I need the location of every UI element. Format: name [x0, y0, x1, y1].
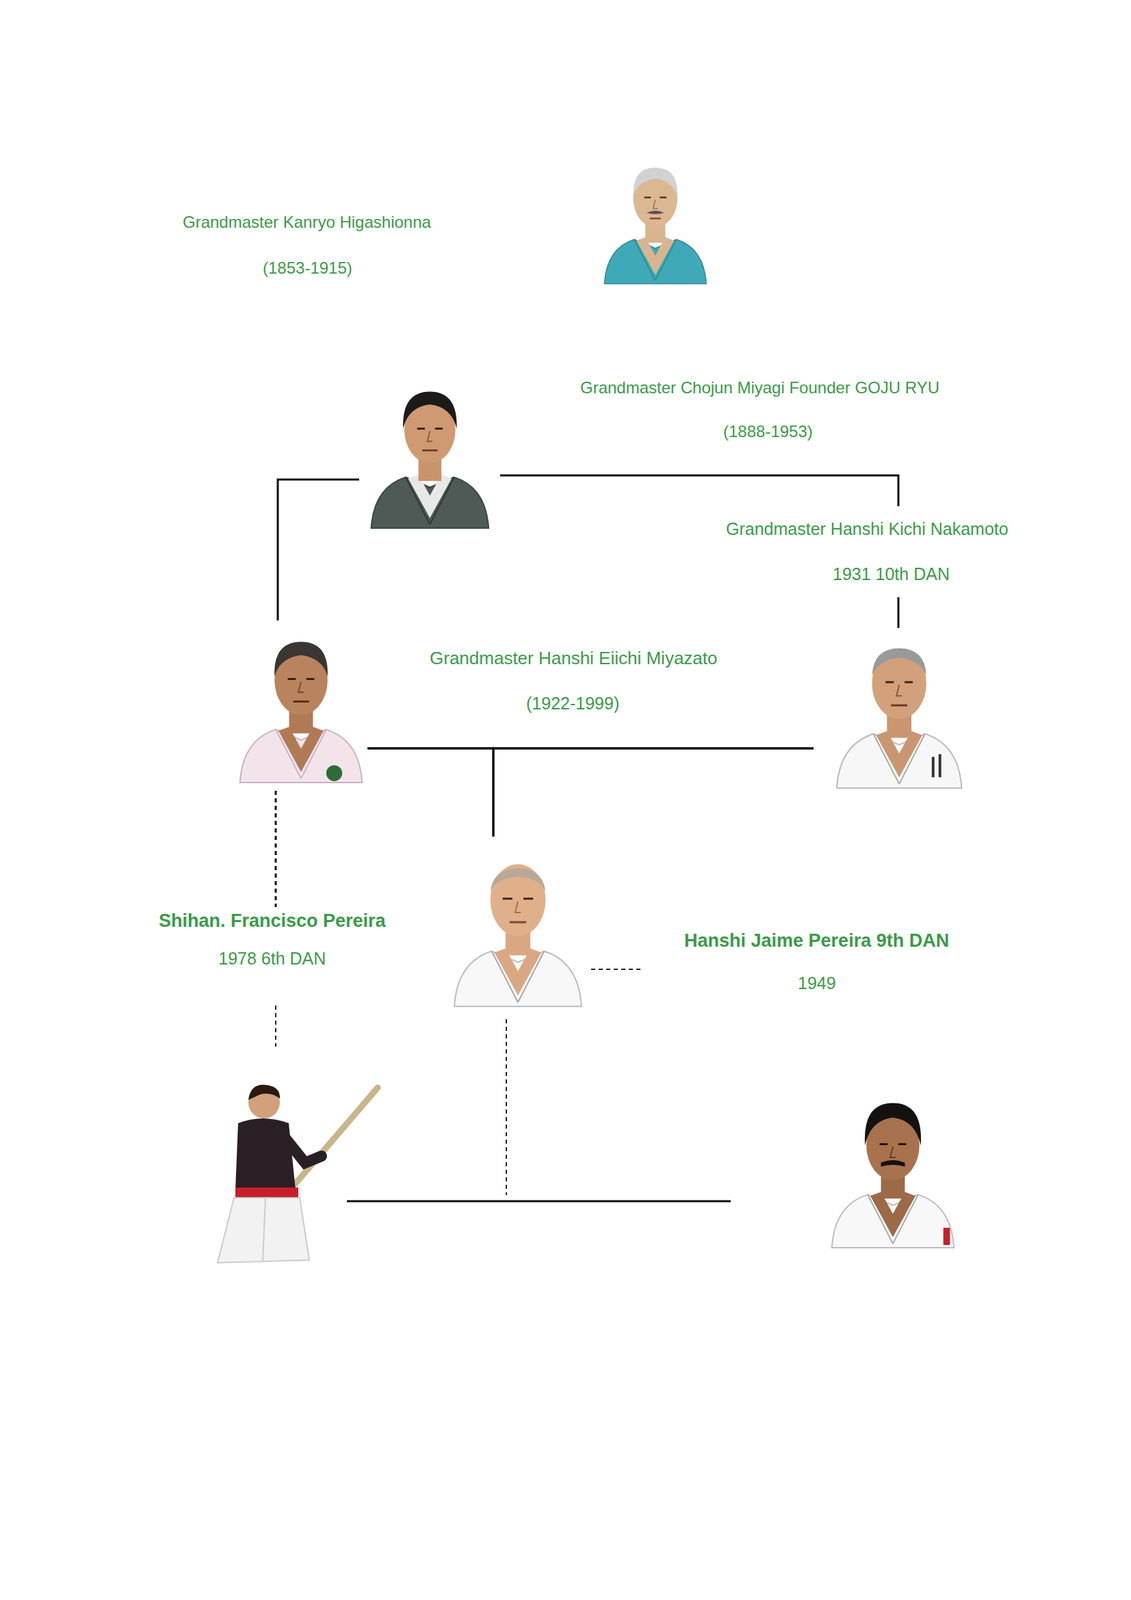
lineage-line — [493, 748, 814, 837]
lineage-node: Grandmaster Chojun Miyagi Founder GOJU R… — [359, 377, 501, 531]
portrait — [240, 641, 362, 783]
lineage-node: Grandmaster Hanshi Kichi Nakamoto1931 10… — [813, 628, 986, 791]
node-label: 1931 10th DAN — [828, 551, 954, 598]
node-label: (1853-1915) — [262, 257, 353, 279]
lineage-node: Shihan. Francisco Pereira 1978 6th DAN — [153, 907, 392, 973]
node-label: (1922-1999) — [526, 693, 620, 715]
leader-line — [591, 968, 642, 971]
lineage-node: Grandmaster Kanryo Higashionna(1853-1915… — [576, 153, 735, 286]
node-label: Hanshi Jaime Pereira 9th DAN — [684, 929, 949, 954]
lineage-line — [277, 479, 360, 621]
node-label: 1949 — [797, 972, 837, 995]
portrait — [836, 648, 962, 789]
node-label: Shihan. Francisco Pereira — [158, 910, 386, 934]
node-label: 1978 6th DAN — [158, 948, 386, 970]
node-label: Grandmaster Kanryo Higashionna — [182, 212, 432, 233]
lineage-node: Grandmaster Hanshi Eiichi Miyazato(1922-… — [234, 620, 368, 791]
node-label: Grandmaster Hanshi Eiichi Miyazato — [429, 647, 718, 670]
leader-line — [505, 1019, 507, 1196]
portrait — [370, 392, 489, 529]
lineage-node: Hanshi Jaime Pereira 9th DAN1949 — [448, 836, 588, 1017]
bo-staff-figure — [217, 1085, 378, 1264]
lineage-line — [275, 790, 278, 908]
node-label: (1888-1953) — [723, 421, 813, 442]
portrait — [832, 1102, 954, 1248]
leader-line — [275, 1005, 277, 1047]
node-label: Grandmaster Chojun Miyagi Founder GOJU R… — [580, 377, 940, 399]
portrait — [604, 167, 707, 284]
lineage-line — [367, 748, 494, 837]
node-label: Grandmaster Hanshi Kichi Nakamoto — [721, 506, 1013, 553]
portrait — [454, 864, 582, 1007]
student-bar — [346, 1200, 731, 1203]
